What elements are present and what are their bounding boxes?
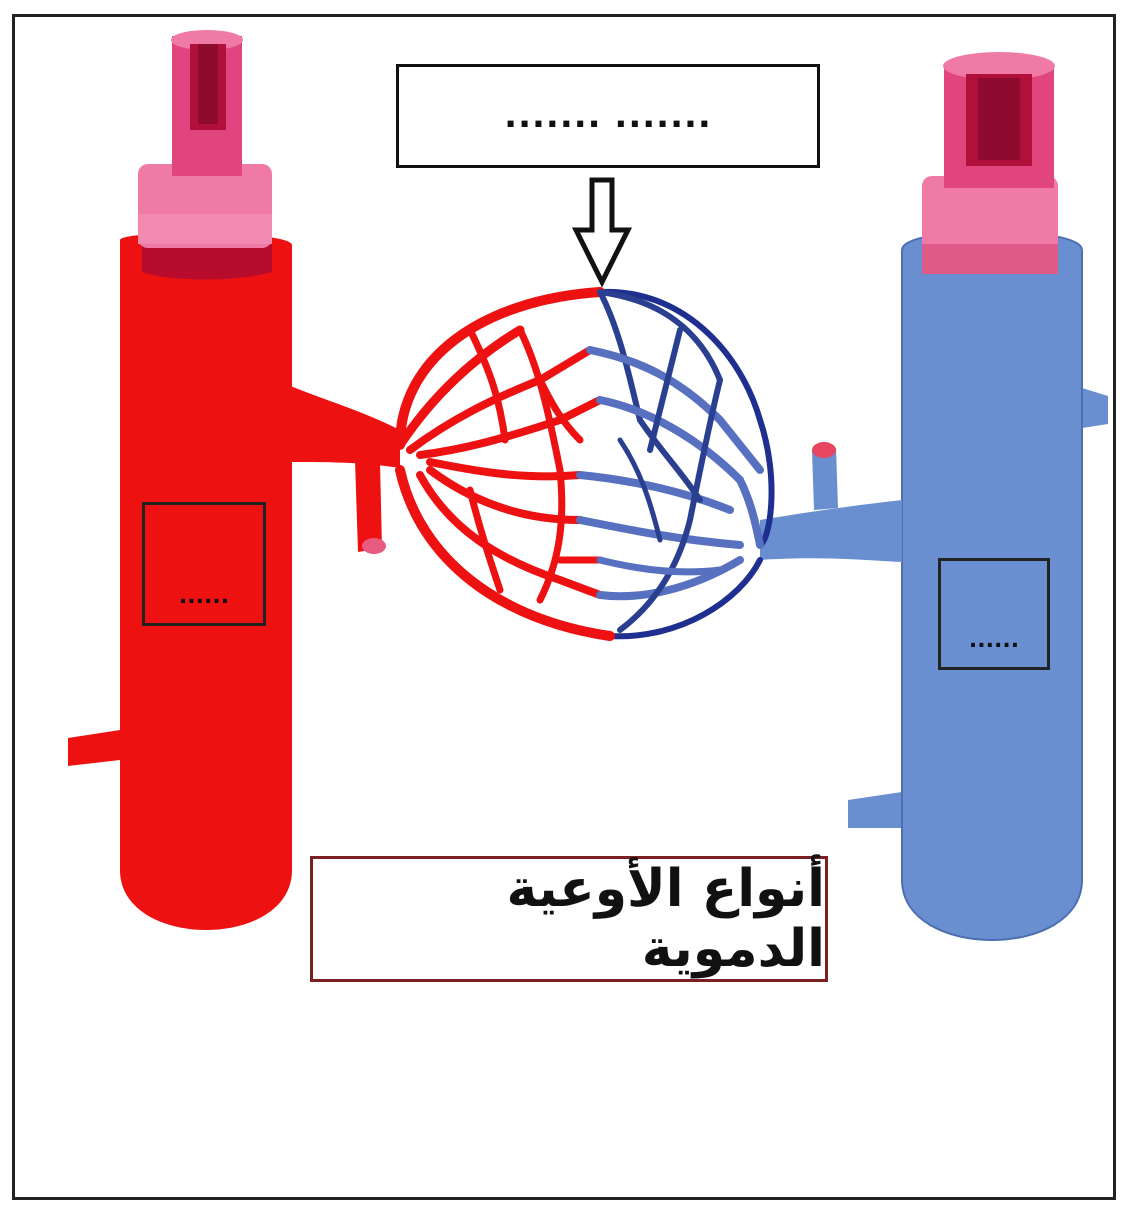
artery-label-box[interactable]: ...... [142,502,266,626]
vein [760,52,1108,940]
capillary-label-box[interactable]: ....... ....... [396,64,820,168]
diagram-title: أنواع الأوعية الدموية [310,856,828,982]
vein-label-box[interactable]: ...... [938,558,1050,670]
capillary-network [400,292,772,636]
artery [68,30,400,930]
down-arrow-icon [576,180,628,282]
